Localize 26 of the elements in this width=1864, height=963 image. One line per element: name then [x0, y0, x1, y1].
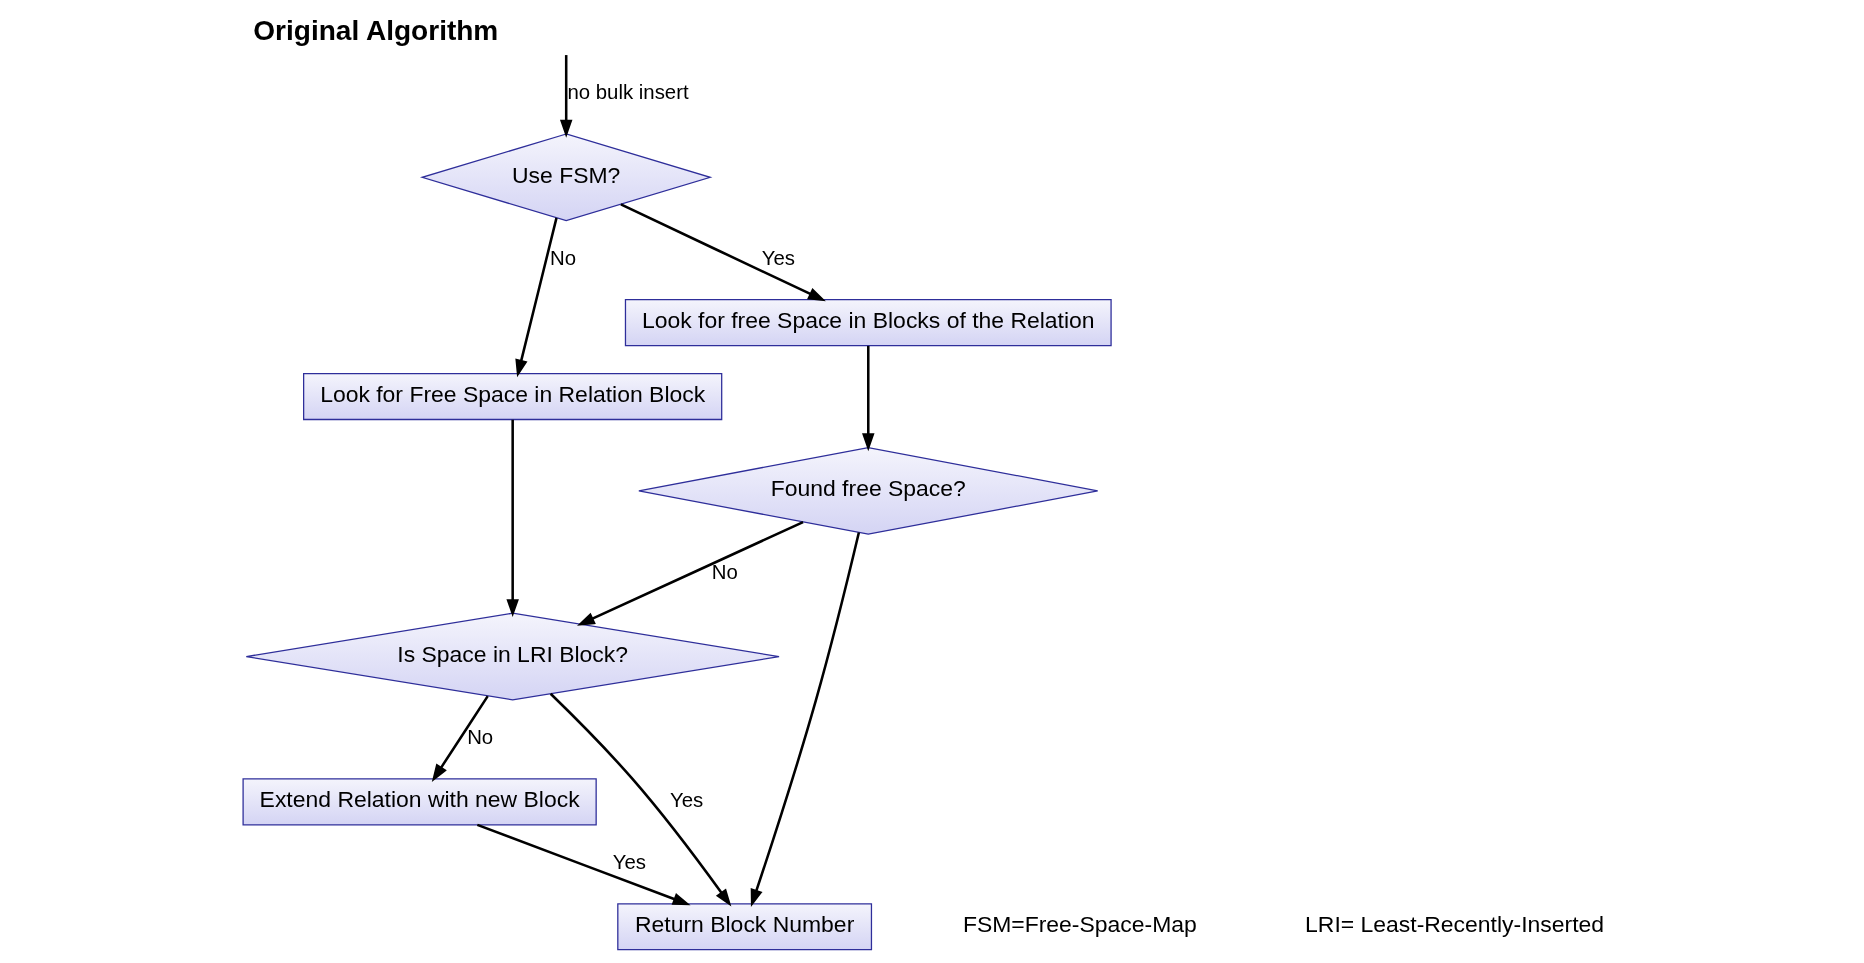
arrow [506, 419, 519, 618]
diagram-title: Original Algorithm [253, 14, 499, 46]
node-box: Look for Free Space in Relation Block [303, 373, 723, 421]
node-diamond: Found free Space? [638, 446, 1099, 535]
arrow [431, 695, 489, 782]
edge-label: Yes [761, 247, 796, 270]
edge-label: No [549, 247, 577, 270]
arrow [620, 203, 826, 302]
edge-label: No [467, 726, 494, 749]
label: FSM=Free-Space-Map [962, 911, 1197, 938]
label: LRI= Least-Recently-Inserted [1305, 911, 1605, 938]
arrow [515, 217, 558, 378]
edge-label: Yes [670, 788, 704, 811]
node-box: Extend Relation with new Block [242, 778, 597, 826]
edge-label: no bulk insert [567, 81, 689, 104]
edge-label: Yes [612, 851, 646, 874]
arrow [559, 55, 573, 138]
node-box: Return Block Number [617, 903, 873, 951]
node-box: Look for free Space in Blocks of the Relation [624, 299, 1112, 347]
arrow [476, 823, 691, 906]
arrow [577, 520, 804, 626]
arrow [750, 532, 861, 907]
arrow [549, 692, 732, 907]
arrow [862, 345, 875, 452]
node-diamond: Use FSM? [419, 133, 713, 222]
edge-label: No [711, 560, 738, 583]
